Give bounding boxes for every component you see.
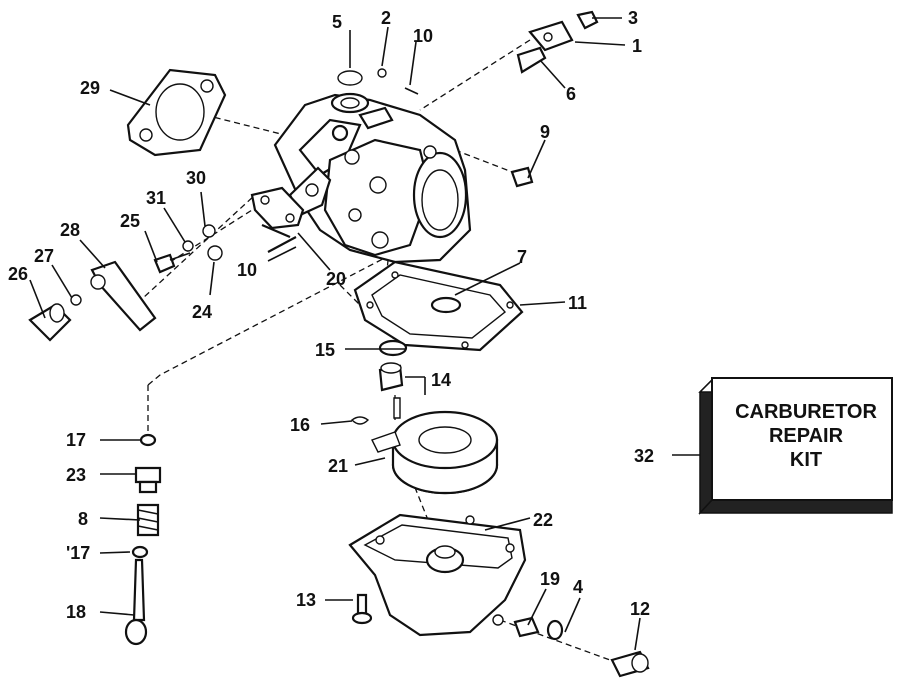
mounting-gasket (126, 68, 227, 157)
part-label-17a: 17 (66, 430, 86, 450)
part-label-1: 1 (632, 36, 642, 56)
part-label-20: 20 (326, 269, 346, 289)
part-label-27: 27 (34, 246, 54, 266)
part-label-8: 8 (78, 509, 88, 529)
needle-valve-assembly (350, 339, 408, 425)
part-label-22: 22 (533, 510, 553, 530)
throttle-lever (28, 260, 157, 342)
kit-line-3: KIT (790, 449, 822, 471)
part-label-10a: 10 (413, 26, 433, 46)
part-label-18: 18 (66, 602, 86, 622)
part-label-3: 3 (628, 8, 638, 28)
part-label-21: 21 (328, 456, 348, 476)
part-label-6: 6 (566, 84, 576, 104)
part-label-19: 19 (540, 569, 560, 589)
part-label-26: 26 (8, 264, 28, 284)
part-label-2: 2 (381, 8, 391, 28)
kit-line-2: REPAIR (769, 425, 844, 447)
kit-line-1: CARBURETOR (735, 401, 877, 423)
part-label-31: 31 (146, 188, 166, 208)
part-label-32: 32 (634, 446, 654, 466)
part-label-28: 28 (60, 220, 80, 240)
bottom-fasteners (351, 593, 650, 678)
part-labels: 1 2 3 4 5 6 7 8 9 10 10 11 12 13 14 15 1… (8, 8, 654, 622)
part-label-10b: 10 (237, 260, 257, 280)
fuel-lever-plate (250, 186, 305, 230)
part-label-17b: '17 (66, 543, 90, 563)
part-label-9: 9 (540, 122, 550, 142)
float (371, 410, 499, 495)
part-label-7: 7 (517, 247, 527, 267)
float-bowl-gasket (353, 260, 524, 352)
part-label-25: 25 (120, 211, 140, 231)
float-bowl (348, 513, 527, 637)
part-label-30: 30 (186, 168, 206, 188)
part-label-29: 29 (80, 78, 100, 98)
part-label-5: 5 (332, 12, 342, 32)
part-label-15: 15 (315, 340, 335, 360)
idle-needle-stack (124, 433, 162, 646)
part-label-4: 4 (573, 577, 583, 597)
repair-kit-box: CARBURETOR REPAIR KIT (698, 377, 893, 515)
part-label-14: 14 (431, 370, 451, 390)
part-label-16: 16 (290, 415, 310, 435)
part-label-12: 12 (630, 599, 650, 619)
leader-lines (29, 17, 700, 651)
part-label-13: 13 (296, 590, 316, 610)
part-label-23: 23 (66, 465, 86, 485)
left-fasteners (153, 223, 297, 274)
part-label-24: 24 (192, 302, 212, 322)
part-label-11: 11 (568, 293, 587, 313)
top-small-parts (337, 10, 599, 188)
carburetor-body (273, 92, 472, 264)
